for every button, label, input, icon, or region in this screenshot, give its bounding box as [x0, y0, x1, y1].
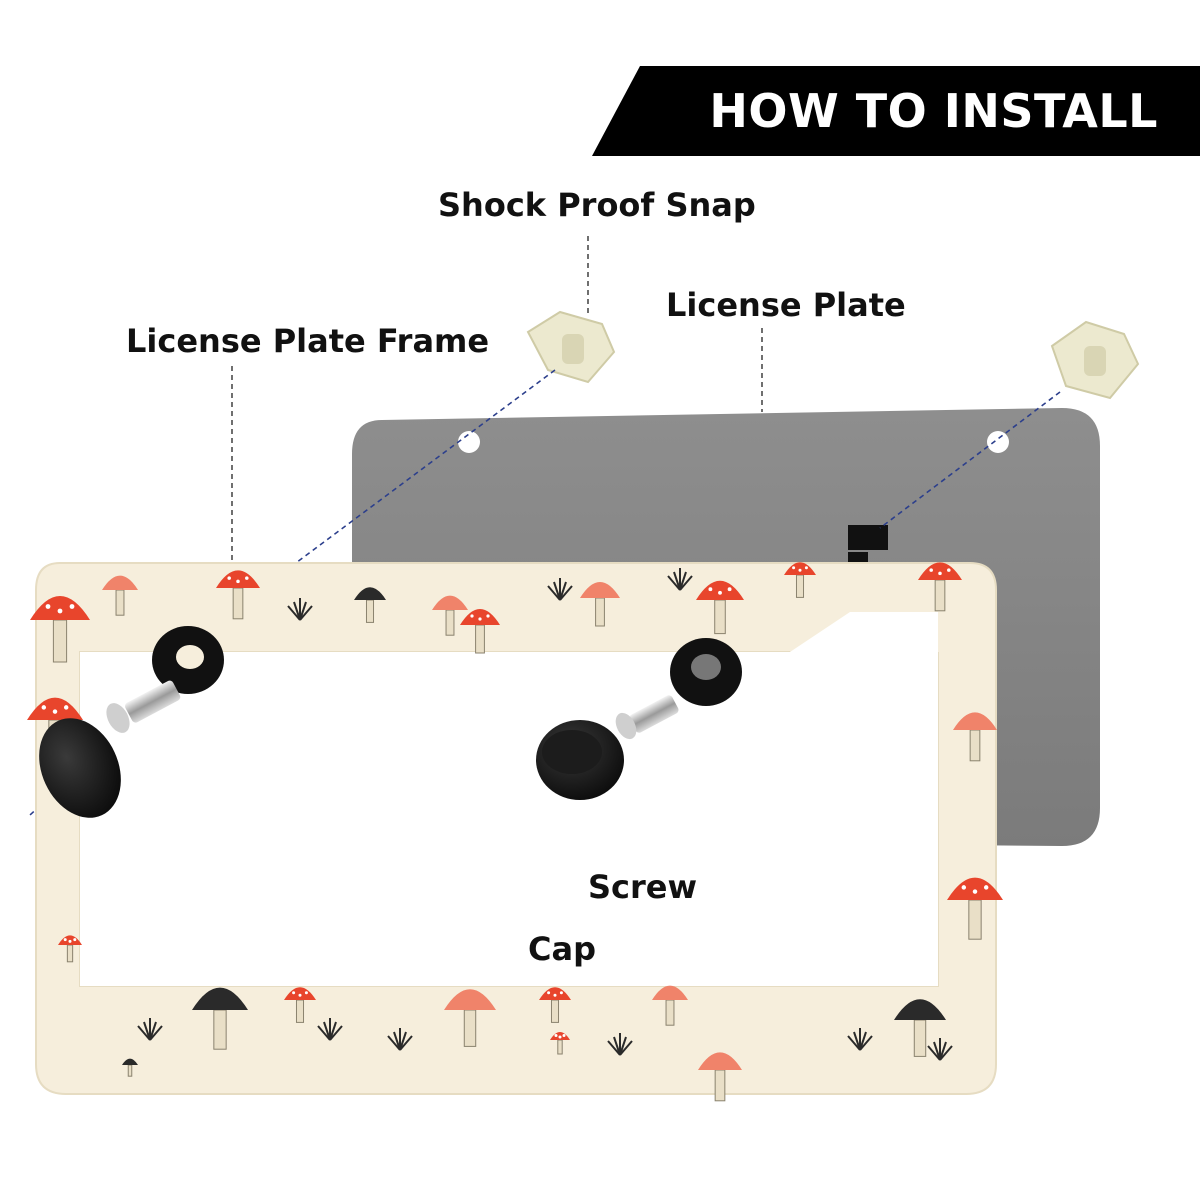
grass-icon	[607, 1040, 621, 1056]
grass-icon	[859, 1035, 873, 1051]
grass-icon	[399, 1035, 413, 1051]
screw-icon	[615, 695, 679, 740]
banner-background	[592, 66, 1200, 156]
label-license-plate: License Plate	[666, 286, 906, 324]
label-cap: Cap	[528, 930, 596, 968]
mushroom-icon	[784, 562, 816, 598]
mushroom-icon	[460, 609, 500, 654]
shock-proof-snap-icon	[526, 310, 616, 384]
mushroom-icon	[30, 596, 90, 663]
grass-icon	[619, 1036, 627, 1056]
mushroom-pattern	[27, 562, 1003, 1102]
grass-icon	[149, 1025, 163, 1041]
grass-icon	[619, 1040, 633, 1056]
shock-proof-snap-icon	[1050, 320, 1140, 400]
grass-icon	[299, 601, 307, 621]
mushroom-icon	[284, 987, 316, 1023]
grass-icon	[859, 1031, 867, 1051]
license-plate-frame	[35, 562, 997, 1095]
grass-icon	[679, 575, 693, 591]
cap-icon	[536, 720, 624, 800]
grass-icon	[149, 1021, 157, 1041]
grass-icon	[559, 581, 567, 601]
grass-icon	[939, 1045, 953, 1061]
grass-icon	[329, 1021, 337, 1041]
mushroom-icon	[894, 999, 946, 1057]
mushroom-icon	[953, 712, 997, 762]
mushroom-icon	[539, 987, 571, 1023]
mushroom-icon	[432, 595, 468, 636]
grass-icon	[329, 1025, 343, 1041]
washer-icon	[152, 626, 224, 694]
grass-icon	[287, 605, 301, 621]
mushroom-icon	[102, 575, 138, 616]
grass-icon	[137, 1025, 151, 1041]
mushroom-icon	[444, 989, 496, 1047]
grass-icon	[547, 585, 561, 601]
grass-icon	[299, 605, 313, 621]
label-washer: Washer	[694, 788, 830, 826]
mushroom-icon	[192, 987, 248, 1050]
banner-title: HOW TO INSTALL	[709, 84, 1158, 138]
mushroom-icon	[698, 1052, 742, 1102]
screw-icon	[106, 680, 181, 733]
grass-icon	[847, 1035, 861, 1051]
washer-icon	[670, 638, 742, 706]
mushroom-icon	[918, 562, 962, 612]
grass-icon	[399, 1031, 407, 1051]
grass-icon	[559, 585, 573, 601]
cap-icon	[39, 718, 121, 818]
mushroom-icon	[696, 580, 744, 635]
mushroom-icon	[580, 582, 620, 627]
mushroom-icon	[354, 587, 386, 623]
mushroom-icon	[652, 985, 688, 1026]
mushroom-icon	[122, 1058, 138, 1077]
mushroom-icon	[216, 570, 260, 620]
label-shock-proof-snap: Shock Proof Snap	[438, 186, 756, 224]
grass-icon	[939, 1041, 947, 1061]
grass-icon	[387, 1035, 401, 1051]
mushroom-icon	[550, 1032, 570, 1055]
grass-icon	[317, 1025, 331, 1041]
label-screw: Screw	[588, 868, 698, 906]
grass-icon	[927, 1045, 941, 1061]
grass-icon	[667, 575, 681, 591]
grass-icon	[679, 571, 687, 591]
mushroom-icon	[947, 877, 1003, 940]
mushroom-icon	[58, 935, 82, 963]
label-license-plate-frame: License Plate Frame	[126, 322, 490, 360]
